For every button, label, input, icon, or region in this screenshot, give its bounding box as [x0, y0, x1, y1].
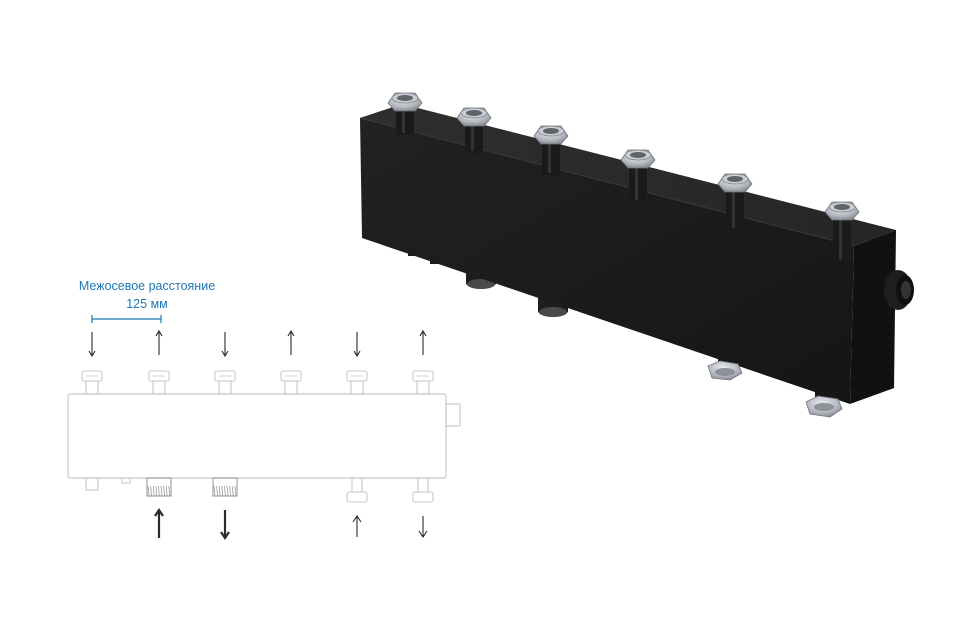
arrow-down-icon [88, 332, 96, 358]
top-port-1 [81, 332, 103, 395]
manifold-body-outline [67, 393, 447, 479]
top-ports [81, 329, 434, 395]
side-outlet-icon [445, 403, 461, 427]
bottom-port-3 [212, 477, 238, 540]
arrow-up-icon [352, 515, 362, 537]
bottom-nuts-3d [707, 360, 843, 418]
top-port-3 [214, 332, 236, 395]
top-port-5 [346, 332, 368, 395]
bottom-port-1 [85, 477, 131, 491]
arrow-down-icon [221, 332, 229, 358]
bottom-port-6 [412, 477, 434, 538]
top-port-2 [148, 329, 170, 395]
spacing-title: Межосевое расстояние [78, 279, 216, 293]
arrow-down-icon [418, 516, 428, 538]
bottom-port-5 [346, 477, 368, 537]
top-port-4 [280, 329, 302, 395]
arrow-up-icon [287, 329, 295, 355]
arrow-up-icon [155, 329, 163, 355]
arrow-up-icon [154, 508, 164, 538]
top-fittings-3d [387, 92, 860, 262]
bottom-ports [85, 477, 434, 540]
spacing-annotation: Межосевое расстояние 125 мм [60, 277, 234, 313]
spacing-dimension-line [91, 315, 162, 323]
top-port-6 [412, 329, 434, 395]
top-fitting-3d-2 [456, 107, 492, 153]
top-fitting-3d-5 [717, 173, 753, 230]
spacing-value: 125 мм [126, 297, 168, 311]
manifold-body-3d [359, 104, 914, 404]
arrow-up-icon [419, 329, 427, 355]
bottom-port-2 [146, 477, 172, 538]
top-fitting-3d-4 [620, 149, 656, 202]
top-fitting-3d-6 [824, 201, 860, 262]
top-fitting-3d-1 [387, 92, 423, 135]
arrow-down-icon [220, 510, 230, 540]
top-fitting-3d-3 [533, 125, 569, 175]
arrow-down-icon [353, 332, 361, 358]
